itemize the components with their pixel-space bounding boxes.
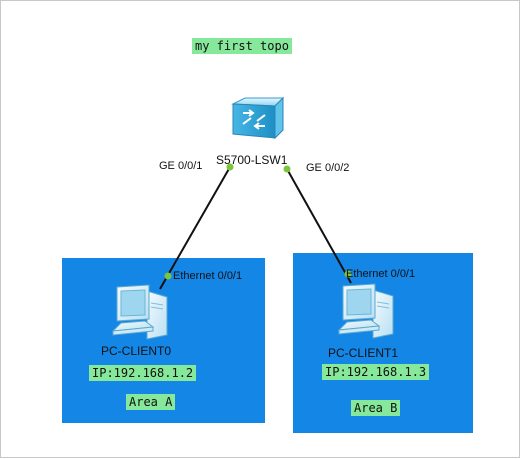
port-indicator-ge001 [226, 163, 234, 171]
switch-port-label-2: GE 0/0/2 [306, 162, 350, 174]
client1-ip-note[interactable]: IP:192.168.1.3 [322, 364, 430, 380]
link-switch-client0[interactable] [159, 166, 231, 290]
port-indicator-ge002 [283, 165, 291, 173]
client1-device[interactable] [335, 282, 401, 340]
client1-port-label: Ethernet 0/0/1 [346, 268, 416, 280]
area-a-note[interactable]: Area A [126, 394, 176, 410]
pc-icon [111, 284, 168, 340]
pc-icon [337, 283, 394, 339]
switch-port-label-1: GE 0/0/1 [159, 160, 203, 172]
switch-name-label: S5700-LSW1 [216, 153, 288, 167]
port-indicator-client0 [164, 272, 172, 280]
port-indicator-client1 [344, 270, 352, 278]
client0-name-label: PC-CLIENT0 [101, 344, 172, 358]
client0-device[interactable] [109, 283, 175, 341]
switch-icon [231, 96, 285, 140]
client1-name-label: PC-CLIENT1 [328, 346, 399, 360]
link-switch-client1[interactable] [286, 168, 352, 284]
switch-device[interactable] [229, 96, 287, 140]
client0-port-label: Ethernet 0/0/1 [173, 270, 243, 282]
title-note[interactable]: my first topo [192, 38, 292, 54]
client0-ip-note[interactable]: IP:192.168.1.2 [89, 365, 197, 381]
area-b-note[interactable]: Area B [351, 400, 401, 416]
